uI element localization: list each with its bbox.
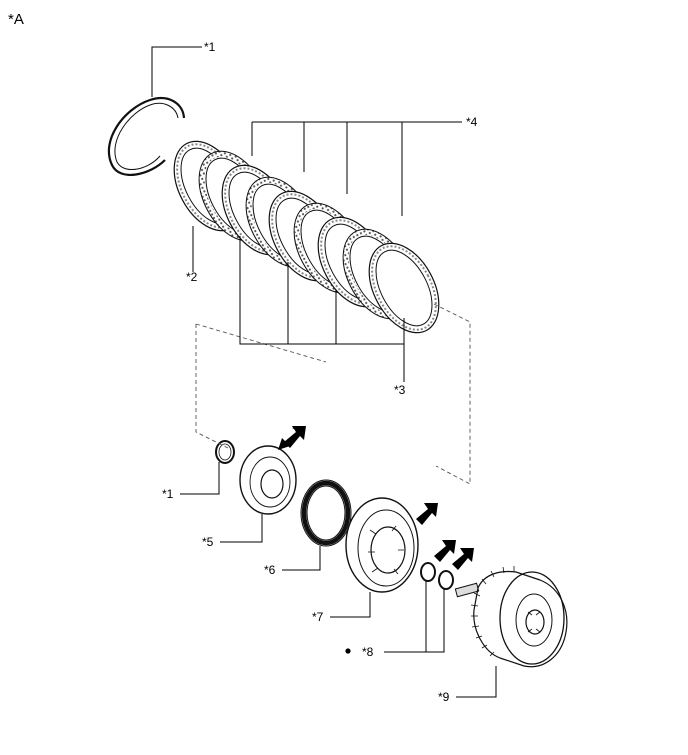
o-rings	[420, 562, 454, 590]
assembly-guide	[195, 303, 471, 485]
callout-9: *9	[438, 690, 450, 704]
clutch-piston	[345, 497, 419, 593]
callout-1-top: *1	[204, 40, 216, 54]
arrow-piston	[416, 503, 438, 525]
callout-5: *5	[202, 535, 214, 549]
snap-ring-top	[107, 97, 186, 176]
leader-lines	[151, 46, 497, 698]
arrow-o-ring-1	[434, 540, 456, 562]
callout-1-low: *1	[162, 487, 174, 501]
callout-8: *8	[362, 645, 374, 659]
callout-7: *7	[312, 610, 324, 624]
arrow-retainer	[278, 426, 306, 450]
clutch-drum	[454, 566, 568, 668]
figure-tag: *A	[8, 11, 24, 28]
arrow-o-ring-2	[452, 548, 474, 570]
clutch-pack	[173, 140, 440, 334]
callout-6: *6	[264, 563, 276, 577]
clutch-plate	[368, 242, 440, 334]
callout-4: *4	[466, 115, 478, 129]
spring-retainer	[239, 445, 297, 515]
callout-3: *3	[394, 383, 406, 397]
callout-2: *2	[186, 270, 198, 284]
bullet-dot	[345, 648, 351, 654]
snap-ring-small	[215, 440, 235, 464]
thrust-bearing	[300, 479, 352, 547]
